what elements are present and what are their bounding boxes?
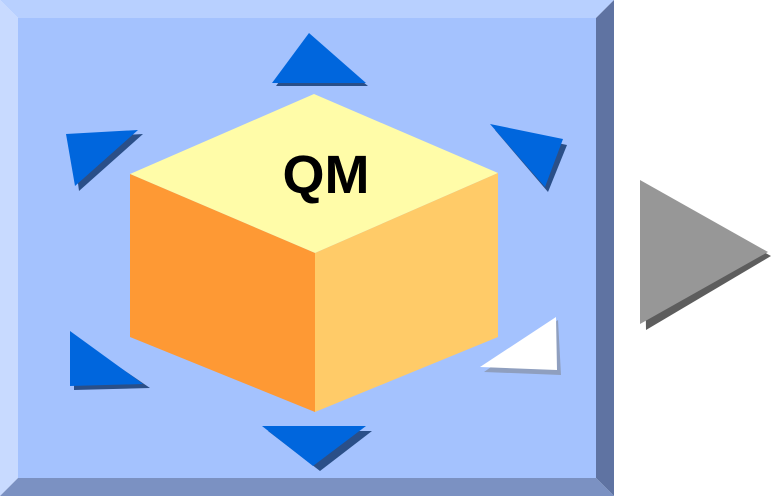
lower-right-arrow-icon xyxy=(480,317,561,375)
panel-bevel-left xyxy=(0,0,18,496)
lower-left-arrow-icon xyxy=(70,331,150,390)
cube-icon: QM xyxy=(130,94,498,412)
top-arrow-icon xyxy=(272,33,368,86)
panel-bevel-bottom xyxy=(0,478,614,496)
panel-bevel-right xyxy=(596,0,614,496)
upper-left-arrow-icon xyxy=(66,130,143,191)
cube-arrows xyxy=(66,33,567,471)
cube-top-face xyxy=(130,94,498,253)
upper-right-arrow-icon xyxy=(490,124,567,192)
bottom-arrow-icon xyxy=(262,426,372,471)
play-arrow-icon xyxy=(640,180,771,330)
cube-right-face xyxy=(315,173,498,412)
cube-left-face xyxy=(130,174,315,412)
panel-bevel-top xyxy=(0,0,614,18)
cube-label: QM xyxy=(283,145,370,205)
